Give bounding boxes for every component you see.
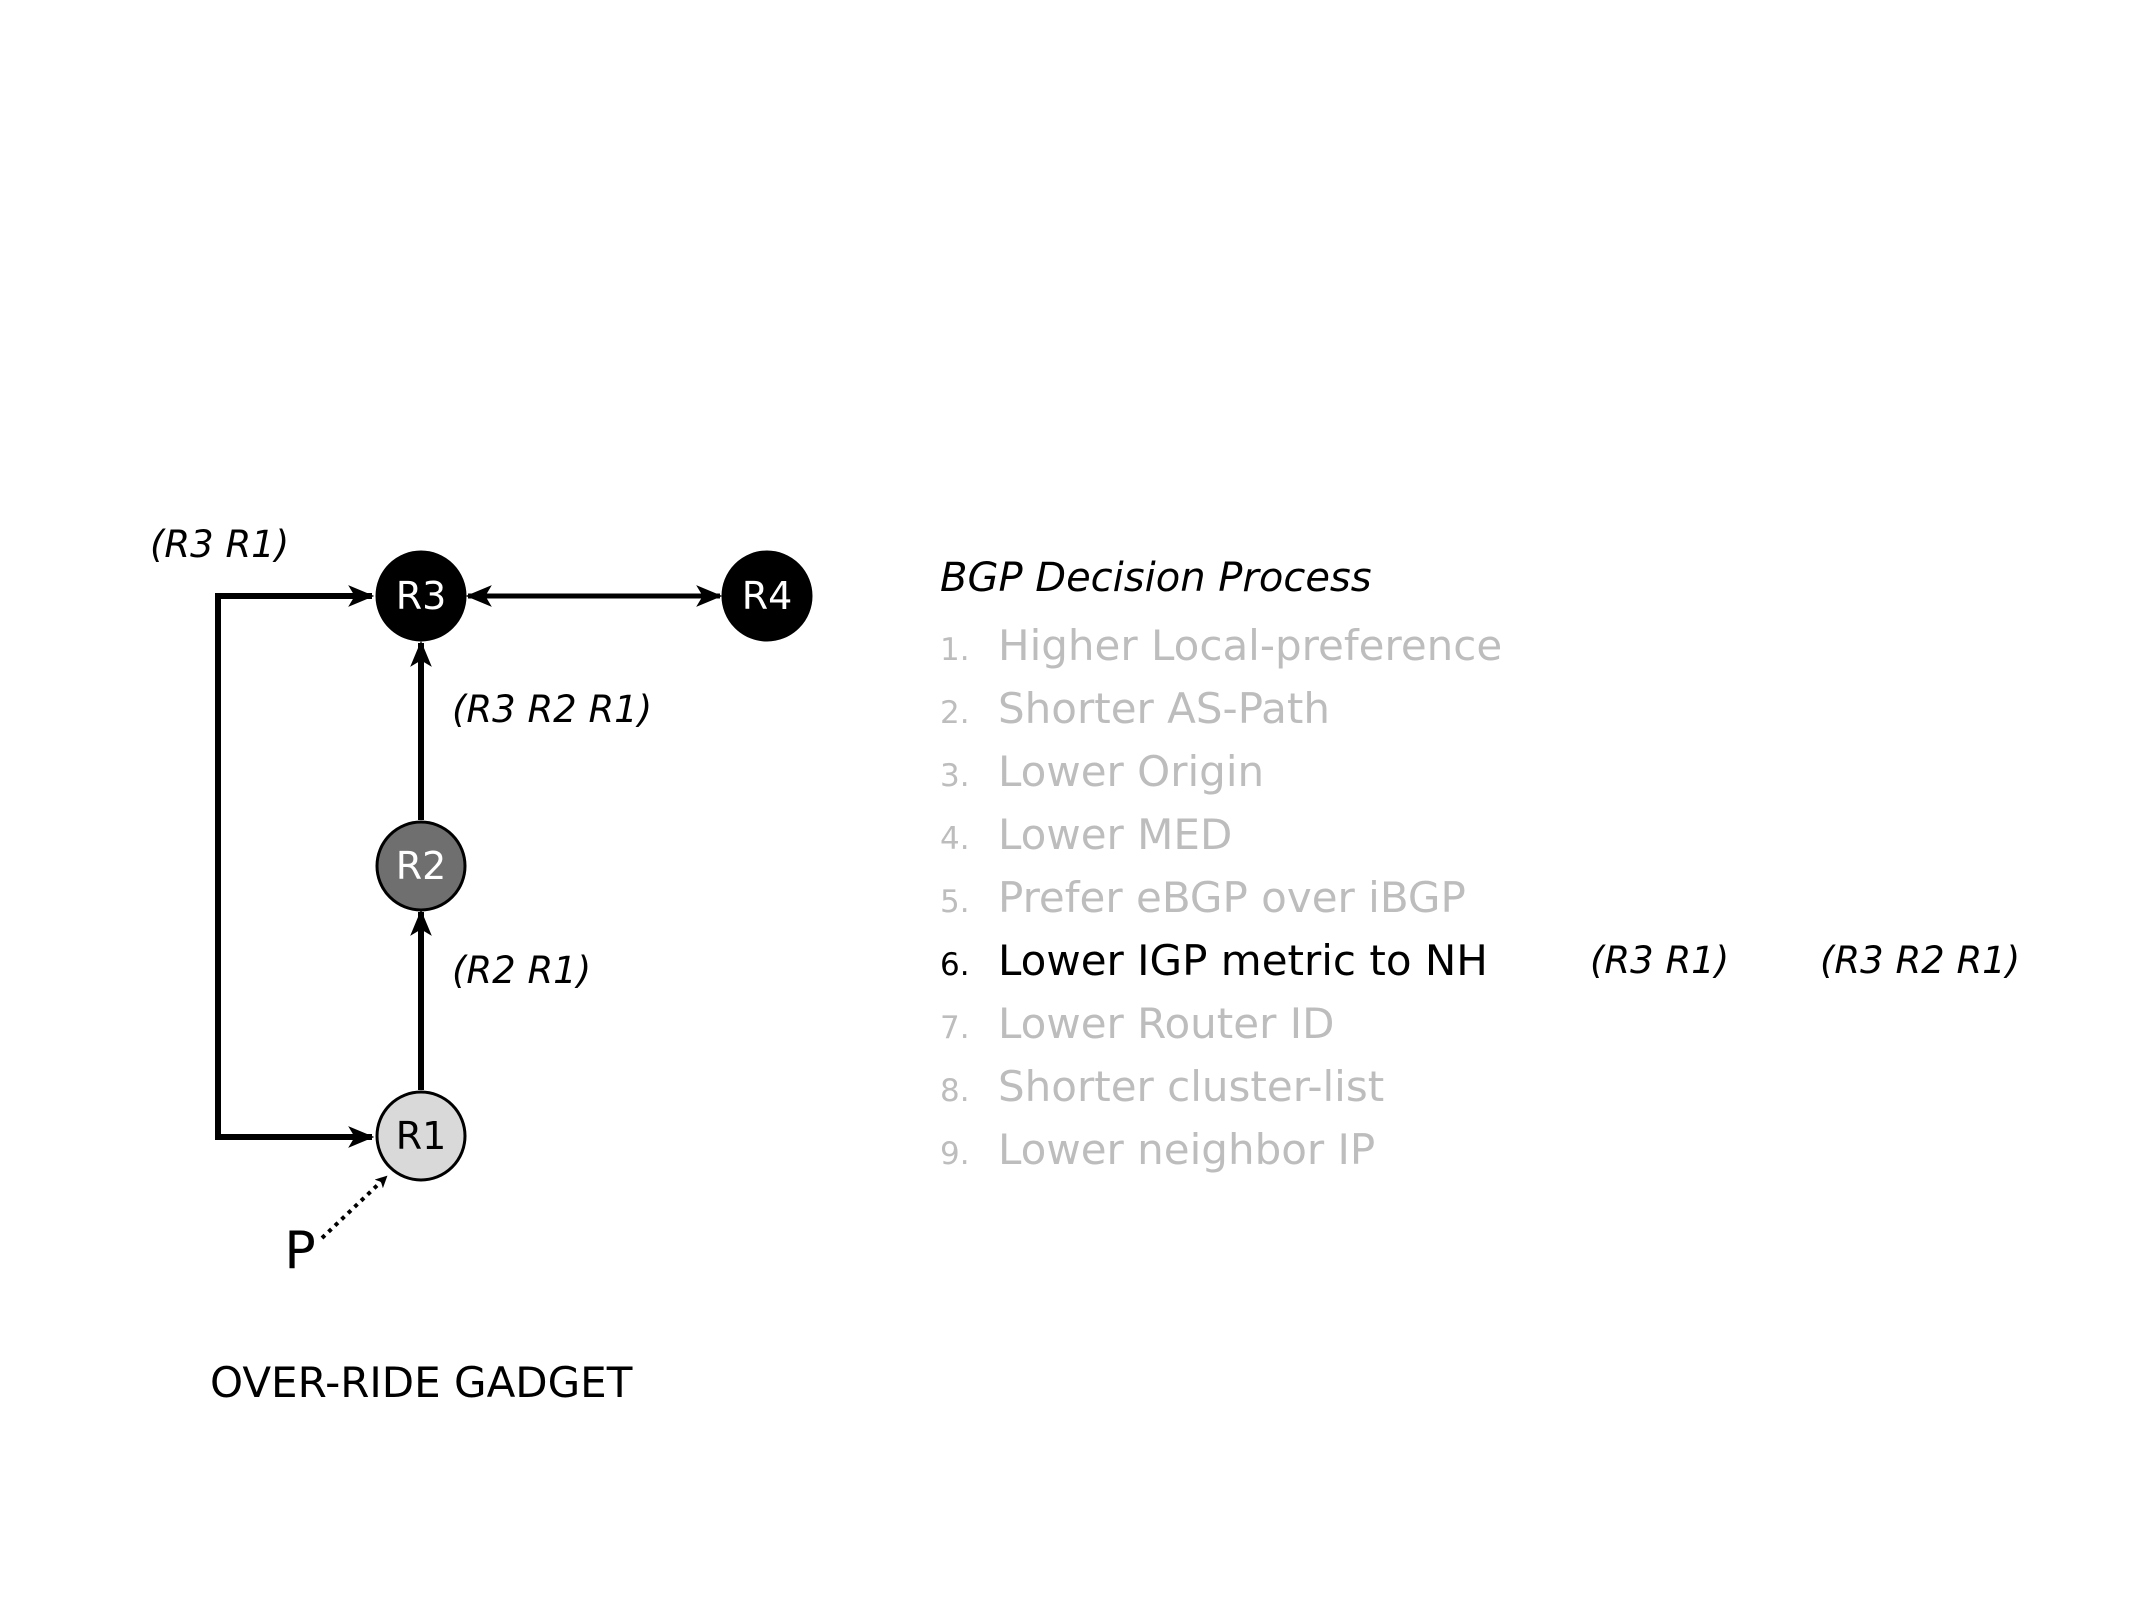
- node-r2-circle: [375, 820, 467, 912]
- decision-step-path-b: (R3 R2 R1): [1820, 939, 2021, 982]
- decision-step-label: Lower neighbor IP: [998, 1125, 1376, 1174]
- decision-step-number: 5.: [940, 884, 970, 920]
- node-r4: R4: [721, 550, 813, 642]
- decision-step: 5. Prefer eBGP over iBGP: [940, 866, 2120, 929]
- diagram-caption: OVER-RIDE GADGET: [210, 1358, 633, 1407]
- node-r1-label: R1: [396, 1114, 447, 1158]
- node-r1-circle: [375, 1090, 467, 1182]
- decision-step-label: Lower MED: [998, 810, 1233, 859]
- node-r3-circle: [375, 550, 467, 642]
- r2-r3-path-label: (R3 R2 R1): [452, 688, 652, 731]
- decision-step-label: Lower Router ID: [998, 999, 1335, 1048]
- prefix-edge: [320, 1175, 388, 1240]
- decision-step: 3. Lower Origin: [940, 740, 2120, 803]
- decision-step-number: 1.: [940, 632, 970, 668]
- decision-step-label: Prefer eBGP over iBGP: [998, 873, 1466, 922]
- decision-step-number: 4.: [940, 821, 970, 857]
- decision-step: 8. Shorter cluster-list: [940, 1055, 2120, 1118]
- node-r4-label: R4: [742, 574, 793, 618]
- decision-step-number: 3.: [940, 758, 970, 794]
- decision-steps-list: 1. Higher Local-preference 2. Shorter AS-Pa…: [940, 614, 2120, 1181]
- node-r2: R2: [375, 820, 467, 912]
- r1-r2-path-label: (R2 R1): [452, 949, 591, 992]
- decision-step-number: 9.: [940, 1136, 970, 1172]
- outer-path-edge: [215, 585, 375, 1140]
- decision-step: 4. Lower MED: [940, 803, 2120, 866]
- decision-step-number: 7.: [940, 1010, 970, 1046]
- prefix-label: P: [284, 1221, 315, 1281]
- outer-path-label: (R3 R1): [150, 523, 289, 566]
- decision-step: 6. Lower IGP metric to NH (R3 R1) (R3 R2 R1…: [940, 929, 2120, 992]
- node-r1: R1: [375, 1090, 467, 1182]
- node-r4-circle: [721, 550, 813, 642]
- decision-step-label: Lower IGP metric to NH: [998, 936, 1488, 985]
- decision-step-label: Higher Local-preference: [998, 621, 1503, 670]
- decision-title: BGP Decision Process: [940, 555, 1372, 601]
- decision-step-label: Lower Origin: [998, 747, 1265, 796]
- decision-step-number: 2.: [940, 695, 970, 731]
- decision-step-label: Shorter cluster-list: [998, 1062, 1385, 1111]
- decision-step: 2. Shorter AS-Path: [940, 677, 2120, 740]
- bgp-decision-panel: BGP Decision Process 1. Higher Local-pref…: [940, 548, 2120, 1181]
- decision-step-number: 8.: [940, 1073, 970, 1109]
- decision-step-path-a: (R3 R1): [1590, 939, 1730, 982]
- decision-step-label: Shorter AS-Path: [998, 684, 1330, 733]
- node-r2-label: R2: [396, 844, 447, 888]
- decision-step: 7. Lower Router ID: [940, 992, 2120, 1055]
- decision-step: 1. Higher Local-preference: [940, 614, 2120, 677]
- decision-step: 9. Lower neighbor IP: [940, 1118, 2120, 1181]
- node-r3: R3: [375, 550, 467, 642]
- decision-step-number: 6.: [940, 947, 970, 983]
- node-r3-label: R3: [396, 574, 447, 618]
